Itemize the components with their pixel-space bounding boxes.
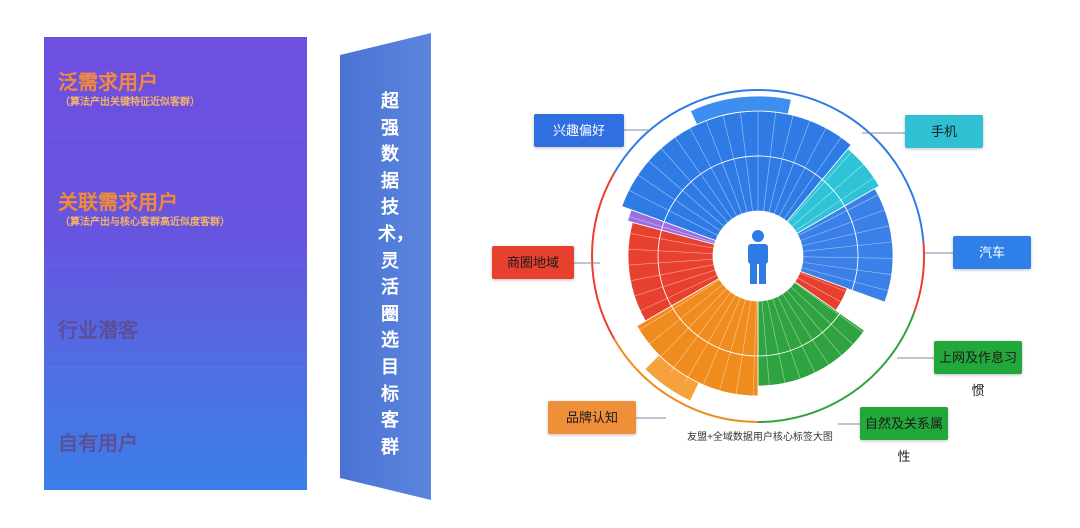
segment-divider [802, 261, 902, 277]
sunburst-segment [644, 354, 700, 402]
vertical-banner: 超强数据技术，灵活圈选目标客群 [340, 33, 431, 500]
segment-divider [615, 264, 714, 284]
person-icon [748, 230, 768, 284]
tag-label: 手机 [930, 124, 957, 139]
segment-divider [740, 112, 753, 212]
tag-label: 商圈地域 [506, 255, 559, 270]
segment-divider [648, 160, 725, 227]
segment-divider [620, 269, 716, 302]
tier-title: 关联需求用户 [58, 192, 178, 214]
segment-divider [645, 284, 724, 348]
tag-natural-attributes: 自然及关系属性 [860, 407, 948, 464]
segment-divider [761, 300, 771, 401]
outer-guide-ring-orange [613, 338, 759, 423]
tier-title: 自有用户 [58, 433, 138, 455]
tag-label: 汽车 [978, 245, 1005, 260]
tier-related-demand: 关联需求用户 （算法产出与核心客群高近似度客群） [44, 137, 307, 266]
sunburst-segment [689, 95, 792, 126]
banner-text: 超强数据技术，灵活圈选目标客群 [378, 91, 414, 457]
tag-web-habits: 上网及作息习惯 [934, 341, 1022, 398]
segment-divider [778, 127, 827, 217]
segment-divider [628, 189, 719, 236]
segment-divider [773, 120, 811, 215]
segment-divider [674, 137, 733, 220]
segment-divider [722, 115, 748, 213]
tier-title: 行业潜客 [58, 320, 138, 342]
tag-label: 自然及关系属性 [864, 416, 943, 464]
segment-divider [797, 277, 885, 327]
segment-divider [768, 115, 794, 213]
sunburst-caption: 友盟+全域数据用户核心标签大图 [687, 432, 833, 443]
segment-divider [782, 293, 838, 378]
segment-divider [802, 256, 903, 259]
segment-divider [626, 274, 718, 318]
outer-guide-ring-red-left [591, 172, 616, 340]
tag-label: 品牌认知 [565, 410, 618, 425]
segment-divider [801, 223, 900, 247]
segment-divider [799, 272, 893, 311]
segment-divider [619, 213, 716, 244]
tier-subtitle: （算法产出关键特征近似客群） [60, 97, 200, 108]
segment-divider [657, 288, 727, 361]
segment-divider [767, 299, 789, 398]
segment-divider [615, 230, 714, 249]
segment-divider [787, 148, 856, 223]
segment-divider [797, 189, 888, 236]
segment-divider [791, 160, 868, 227]
segment-divider [701, 297, 741, 390]
tag-label: 上网及作息习惯 [938, 350, 1017, 398]
tier-title: 泛需求用户 [58, 72, 158, 94]
segment-divider [717, 299, 746, 396]
segment-divider [777, 296, 822, 387]
segment-divider [637, 174, 721, 232]
segment-divider [670, 291, 732, 372]
sunburst-segment [636, 305, 759, 397]
sunburst-segment [844, 187, 894, 303]
tier-own-users: 自有用户 [44, 367, 307, 491]
segment-divider [772, 298, 806, 394]
segment-divider [705, 120, 743, 215]
segment-divider [613, 258, 714, 267]
tag-car: 汽车 [953, 236, 1031, 269]
tag-label: 兴趣偏好 [552, 123, 605, 138]
segment-divider [794, 282, 876, 342]
tier-industry-prospects: 行业潜客 [44, 265, 307, 368]
segment-divider [795, 174, 879, 232]
segment-divider [800, 206, 895, 241]
audience-tier-stack: 泛需求用户 （算法产出关键特征近似客群） 关联需求用户 （算法产出与核心客群高近… [44, 37, 307, 490]
segment-divider [621, 206, 716, 241]
segment-divider [801, 267, 899, 294]
segment-divider [786, 290, 852, 368]
segment-divider [689, 127, 738, 217]
tier-broad-demand: 泛需求用户 （算法产出关键特征近似客群） [44, 37, 307, 137]
tier-subtitle: （算法产出与核心客群高近似度客群） [60, 217, 230, 228]
tag-phone: 手机 [905, 115, 983, 148]
tag-interest: 兴趣偏好 [534, 114, 624, 147]
tag-business-area: 商圈地域 [492, 246, 574, 279]
segment-divider [802, 240, 903, 252]
segment-divider [660, 148, 729, 223]
segment-divider [752, 300, 757, 401]
user-tag-sunburst [574, 89, 953, 425]
segment-divider [763, 112, 776, 212]
outer-guide-ring-green [757, 312, 915, 423]
segment-divider [790, 286, 865, 356]
tag-brand-awareness: 品牌认知 [548, 401, 636, 434]
banner-shape [340, 33, 431, 500]
segment-divider [634, 279, 720, 334]
segment-divider [735, 300, 752, 400]
outer-guide-ring-blue [613, 89, 925, 242]
segment-divider [783, 137, 842, 220]
segment-divider [685, 294, 736, 382]
outer-guide-ring-red [913, 241, 925, 314]
segment-divider [613, 248, 714, 254]
